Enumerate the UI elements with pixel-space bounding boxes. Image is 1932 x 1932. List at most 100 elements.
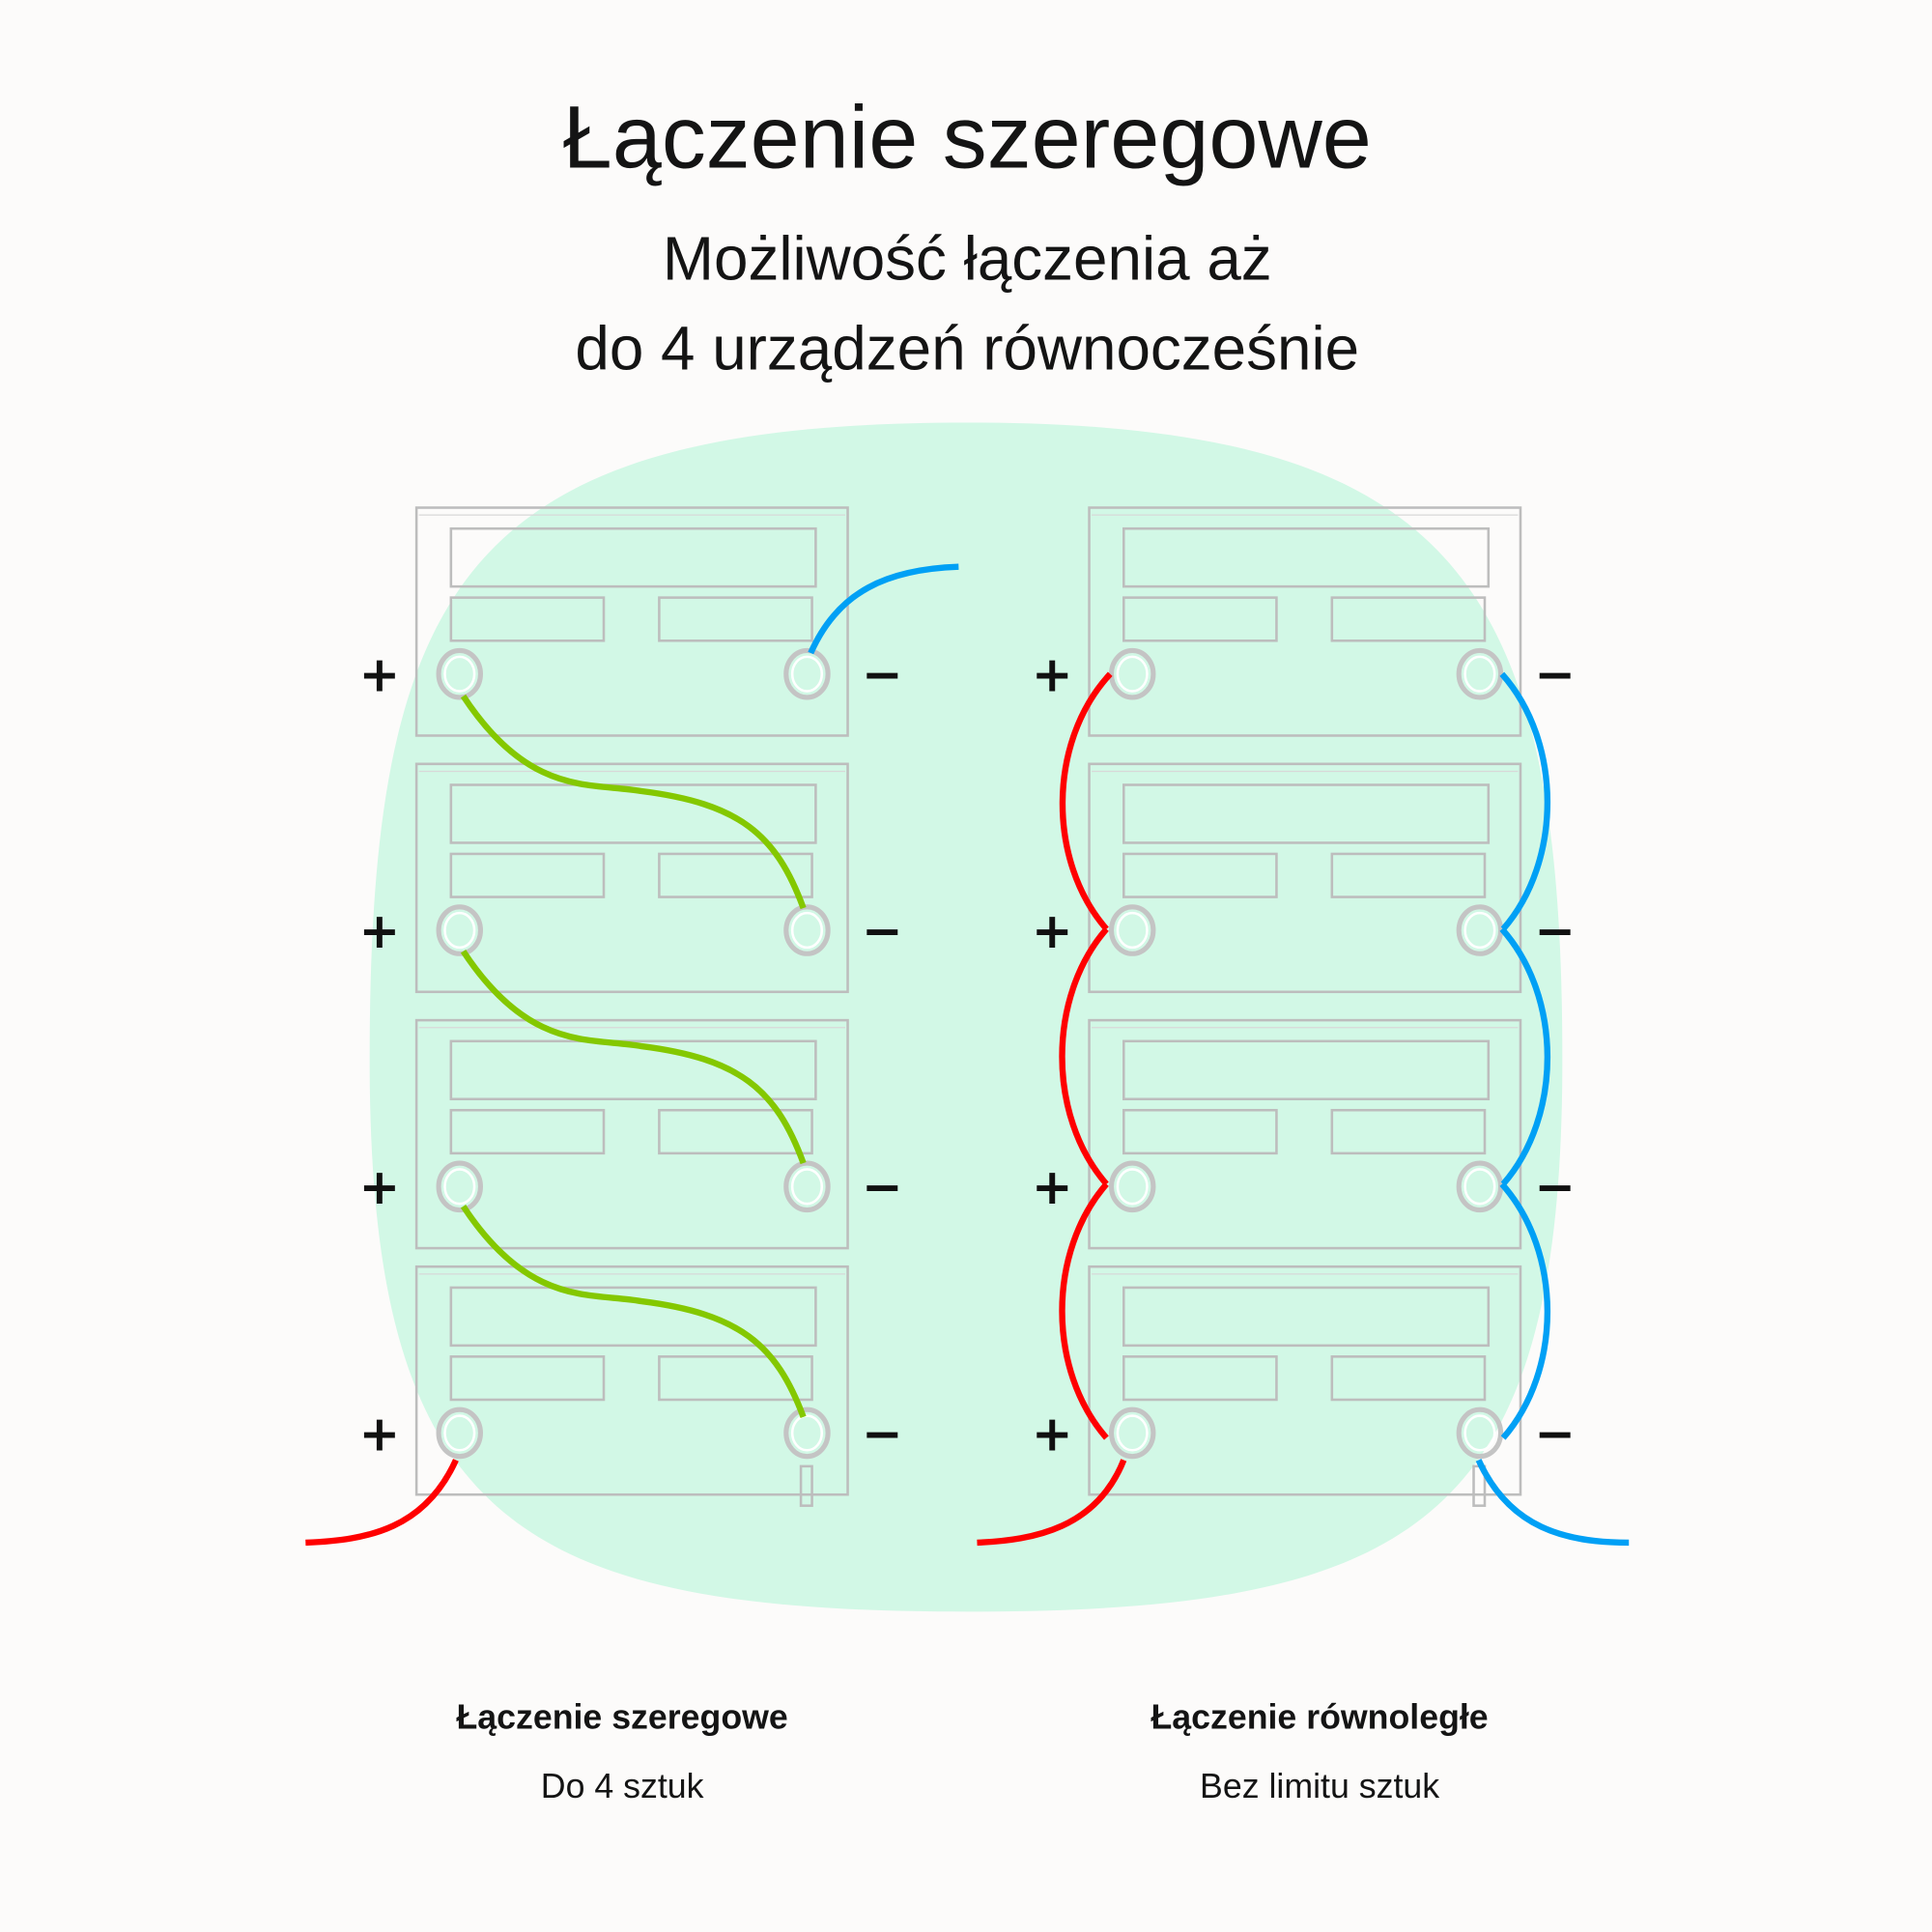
plus-sign: +: [358, 1406, 400, 1463]
plus-sign: +: [358, 1159, 400, 1216]
parallel-caption-sub: Bez limitu sztuk: [1200, 1767, 1439, 1805]
battery-label-panel: [449, 1286, 817, 1348]
wires: [305, 563, 1630, 1547]
battery-panel-left: [449, 596, 606, 642]
battery-label-panel: [449, 1039, 817, 1101]
negative-terminal-inner: [1463, 1168, 1496, 1206]
negative-terminal-inner: [790, 1414, 824, 1452]
negative-terminal-inner: [790, 911, 824, 950]
parallel-positive-wire: [1059, 926, 1109, 1186]
battery-panel-left: [1122, 596, 1278, 642]
battery-panel-right: [1330, 1108, 1487, 1155]
parallel-negative-wire: [1499, 1181, 1551, 1440]
minus-sign: −: [1534, 647, 1576, 704]
negative-terminal-inner: [1463, 1414, 1496, 1452]
negative-terminal: [783, 1406, 831, 1460]
battery: +−: [358, 506, 903, 737]
minus-sign: −: [862, 647, 903, 704]
parallel-negative-wire: [1499, 671, 1551, 931]
series-caption-sub: Do 4 sztuk: [541, 1767, 704, 1805]
positive-terminal-inner: [1116, 1414, 1149, 1452]
battery-label-panel: [449, 526, 817, 588]
series-link-wire: [460, 694, 807, 910]
parallel-caption-title: Łączenie równoległe: [1151, 1698, 1488, 1737]
battery-panel-left: [1122, 1355, 1278, 1402]
plus-sign: +: [1032, 647, 1073, 704]
battery-case: [414, 762, 849, 994]
positive-terminal: [436, 1160, 483, 1213]
battery-label-panel: [1122, 1286, 1491, 1348]
minus-sign: −: [1534, 903, 1576, 960]
battery-case: [1088, 762, 1522, 994]
minus-sign: −: [862, 903, 903, 960]
subtitle-line-1: Możliwość łączenia aż: [663, 224, 1272, 294]
positive-terminal-inner: [1116, 655, 1149, 693]
battery-panel-right: [658, 852, 813, 898]
plus-sign: +: [1032, 903, 1073, 960]
positive-output-wire: [305, 1459, 459, 1547]
minus-sign: −: [1534, 1159, 1576, 1216]
battery-panel-left: [1122, 1108, 1278, 1155]
battery: +−: [358, 1264, 903, 1507]
battery-label-panel: [449, 783, 817, 844]
positive-terminal-inner: [443, 655, 476, 693]
terminal-tab: [799, 1464, 813, 1507]
battery-case: [1088, 1264, 1522, 1496]
battery-case: [414, 1018, 849, 1250]
parallel-negative-wire: [1499, 926, 1551, 1186]
battery-label-panel: [1122, 1039, 1491, 1101]
battery-panel-left: [449, 852, 606, 898]
positive-terminal: [1108, 1406, 1156, 1460]
battery-panel-right: [1330, 852, 1487, 898]
positive-terminal: [1108, 1160, 1156, 1213]
minus-sign: −: [1534, 1406, 1576, 1463]
positive-terminal-inner: [1116, 911, 1149, 950]
page-title: Łączenie szeregowe: [563, 88, 1372, 186]
battery-panel-right: [1330, 1355, 1487, 1402]
minus-sign: −: [862, 1159, 903, 1216]
battery: +−: [358, 762, 903, 994]
battery-panel-left: [449, 1108, 606, 1155]
battery-case: [414, 1264, 849, 1496]
series-link-wire: [460, 1204, 807, 1418]
battery-panel-right: [1330, 596, 1487, 642]
battery: +−: [358, 1018, 903, 1250]
positive-terminal-inner: [1116, 1168, 1149, 1206]
minus-sign: −: [862, 1406, 903, 1463]
positive-terminal-inner: [443, 911, 476, 950]
positive-terminal: [436, 904, 483, 956]
negative-terminal-inner: [1463, 911, 1496, 950]
battery-panel-right: [658, 596, 813, 642]
negative-terminal: [1456, 1406, 1504, 1460]
negative-output-wire: [808, 563, 959, 655]
batteries: +−+−+−+−+−+−+−+−: [358, 506, 1576, 1507]
plus-sign: +: [1032, 1406, 1073, 1463]
battery-label-panel: [1122, 526, 1491, 588]
positive-terminal: [1108, 904, 1156, 956]
battery-case: [414, 506, 849, 737]
battery: +−: [1032, 506, 1576, 737]
series-caption-title: Łączenie szeregowe: [456, 1698, 787, 1737]
battery-case: [1088, 506, 1522, 737]
background-blob: [369, 422, 1563, 1612]
plus-sign: +: [358, 903, 400, 960]
battery-panel-right: [658, 1108, 813, 1155]
parallel-positive-wire: [1059, 1181, 1109, 1440]
positive-terminal: [436, 1406, 483, 1460]
battery-panel-left: [1122, 852, 1278, 898]
positive-terminal-inner: [443, 1168, 476, 1206]
battery-panel-right: [658, 1355, 813, 1402]
negative-terminal-inner: [790, 655, 824, 693]
negative-output-wire: [1475, 1459, 1630, 1547]
subtitle-line-2: do 4 urządzeń równocześnie: [575, 314, 1359, 384]
negative-terminal: [783, 904, 831, 956]
positive-terminal-inner: [443, 1414, 476, 1452]
battery-case: [1088, 1018, 1522, 1250]
negative-terminal-inner: [1463, 655, 1496, 693]
negative-terminal: [783, 1160, 831, 1213]
plus-sign: +: [1032, 1159, 1073, 1216]
positive-terminal: [1108, 647, 1156, 700]
parallel-positive-wire: [1059, 671, 1113, 931]
negative-terminal: [783, 647, 831, 700]
battery: +−: [1032, 762, 1576, 994]
